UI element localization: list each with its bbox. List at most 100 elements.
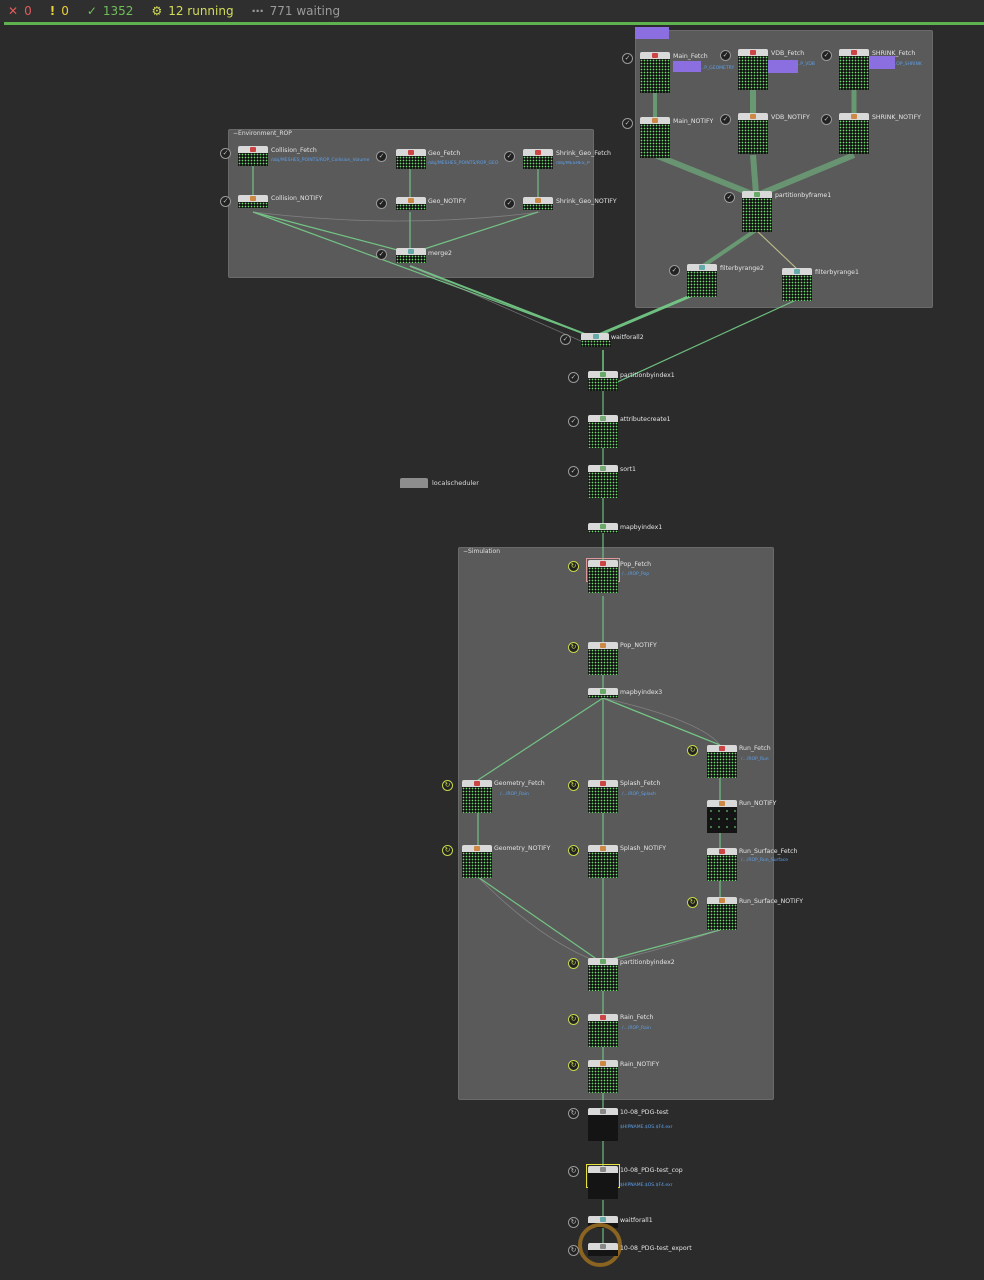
cook-status-icon[interactable]: ↻ [442, 780, 453, 791]
cook-status-icon[interactable]: ↻ [568, 1166, 579, 1177]
pdg-test-export-node[interactable] [588, 1243, 618, 1263]
mapbyindex1-node[interactable] [588, 523, 618, 543]
run-notify-node[interactable] [707, 800, 737, 833]
cook-status-icon[interactable]: ✓ [724, 192, 735, 203]
cook-status-icon[interactable]: ✓ [560, 334, 571, 345]
cook-status-icon[interactable]: ✓ [669, 265, 680, 276]
cook-status-icon[interactable]: ✓ [376, 198, 387, 209]
partitionbyindex1-node[interactable] [588, 371, 618, 391]
geo-fetch-node[interactable] [396, 149, 426, 169]
running-count[interactable]: ⚙12 running [151, 4, 234, 18]
cook-status-icon[interactable]: ✓ [622, 53, 633, 64]
error-count[interactable]: ✕0 [8, 4, 32, 18]
waiting-count[interactable]: ⋯771 waiting [251, 4, 341, 18]
node-label: Shrink_Geo_Fetch [556, 150, 611, 157]
node-label: mapbyindex1 [620, 524, 663, 531]
cook-status-icon[interactable]: ✓ [821, 50, 832, 61]
cook-status-icon[interactable]: ✓ [220, 196, 231, 207]
cook-status-icon[interactable]: ✓ [622, 118, 633, 129]
pop-fetch-node[interactable] [586, 558, 620, 593]
cook-status-icon[interactable]: ✓ [720, 50, 731, 61]
cook-status-icon[interactable]: ↻ [568, 845, 579, 856]
rain-notify-node[interactable] [588, 1060, 618, 1093]
attributecreate1-node[interactable] [588, 415, 618, 448]
main-notify-node[interactable] [640, 117, 670, 158]
node-label: Geometry_NOTIFY [494, 845, 551, 852]
node-path: /.../ROP_Splash [622, 792, 656, 797]
shrink-notify-node[interactable] [839, 113, 869, 154]
cook-status-icon[interactable]: ↻ [568, 1217, 579, 1228]
waitforall2-node[interactable] [581, 333, 611, 353]
cook-status-icon[interactable]: ✓ [220, 148, 231, 159]
cook-status-icon[interactable]: ↻ [568, 642, 579, 653]
node-label: Rain_Fetch [620, 1014, 654, 1021]
cook-status-icon[interactable]: ✓ [821, 114, 832, 125]
cook-status-icon[interactable]: ✓ [504, 151, 515, 162]
run-fetch-node[interactable] [707, 745, 737, 778]
cook-status-icon[interactable]: ✓ [376, 151, 387, 162]
partitionbyindex2-node[interactable] [588, 958, 618, 991]
done-count[interactable]: ✓1352 [86, 4, 134, 18]
localscheduler-node[interactable] [400, 478, 428, 488]
cook-status-icon[interactable]: ↻ [568, 1245, 579, 1256]
cook-status-icon[interactable]: ✓ [568, 416, 579, 427]
filterbyrange2-node[interactable] [687, 264, 717, 297]
node-path: $HIPNAME.$OS.$F4.exr [620, 1125, 673, 1130]
vdb-fetch-node[interactable] [738, 49, 768, 90]
collision-fetch-node[interactable] [238, 146, 268, 166]
ellipsis-icon: ⋯ [251, 4, 264, 18]
node-label: filterbyrange2 [720, 265, 764, 272]
node-label: Pop_NOTIFY [620, 642, 657, 649]
merge2-node[interactable] [396, 248, 426, 268]
splash-fetch-node[interactable] [588, 780, 618, 813]
cook-status-icon[interactable]: ↻ [568, 1060, 579, 1071]
partitionbyframe1-node[interactable] [742, 191, 772, 232]
node-label: 10-08_PDG-test_cop [620, 1167, 683, 1174]
warning-count[interactable]: !0 [49, 4, 69, 18]
mapbyindex3-node[interactable] [588, 688, 618, 708]
node-label: Splash_NOTIFY [620, 845, 667, 852]
run-surface-fetch-node[interactable] [707, 848, 737, 881]
node-path: /.../ROP_Run [741, 757, 769, 762]
pop-notify-node[interactable] [588, 642, 618, 675]
rain-fetch-node[interactable] [588, 1014, 618, 1047]
run-surface-notify-node[interactable] [707, 897, 737, 930]
geo-notify-node[interactable] [396, 197, 426, 217]
cook-status-icon[interactable]: ↻ [568, 780, 579, 791]
cook-status-icon[interactable]: ↻ [442, 845, 453, 856]
cook-status-icon[interactable]: ↻ [568, 1014, 579, 1025]
geometry-fetch-node[interactable] [462, 780, 492, 813]
node-label: Splash_Fetch [620, 780, 661, 787]
cook-progress-bar [4, 22, 984, 25]
splash-notify-node[interactable] [588, 845, 618, 878]
pdg-test-node[interactable] [588, 1108, 618, 1141]
cook-status-icon[interactable]: ↻ [568, 958, 579, 969]
geometry-notify-node[interactable] [462, 845, 492, 878]
shrink-geo-notify-node[interactable] [523, 197, 553, 217]
collision-notify-node[interactable] [238, 195, 268, 215]
shrink-fetch-node[interactable] [839, 49, 869, 90]
node-label: partitionbyframe1 [775, 192, 832, 199]
shrink-geo-fetch-node[interactable] [523, 149, 553, 169]
cook-status-icon[interactable]: ↻ [687, 745, 698, 756]
pdg-test-cop-node[interactable] [586, 1164, 620, 1199]
node-label: localscheduler [432, 479, 479, 487]
cook-status-icon[interactable]: ✓ [504, 198, 515, 209]
cook-status-icon[interactable]: ✓ [376, 249, 387, 260]
vdb-notify-node[interactable] [738, 113, 768, 154]
cook-status-icon[interactable]: ↻ [568, 561, 579, 572]
simulation-box-title: Simulation [463, 548, 500, 556]
cook-status-icon[interactable]: ✓ [568, 372, 579, 383]
cook-status-icon[interactable]: ↻ [687, 897, 698, 908]
cook-status-icon[interactable]: ✓ [720, 114, 731, 125]
node-label: VDB_Fetch [771, 50, 805, 57]
node-label: Run_NOTIFY [739, 800, 777, 807]
sort1-node[interactable] [588, 465, 618, 498]
gear-icon: ⚙ [151, 4, 163, 18]
cook-status-icon[interactable]: ✓ [568, 466, 579, 477]
filterbyrange1-node[interactable] [782, 268, 812, 301]
main-fetch-node[interactable] [640, 52, 670, 93]
node-label: partitionbyindex2 [620, 959, 675, 966]
node-label: Run_Surface_Fetch [739, 848, 798, 855]
cook-status-icon[interactable]: ↻ [568, 1108, 579, 1119]
